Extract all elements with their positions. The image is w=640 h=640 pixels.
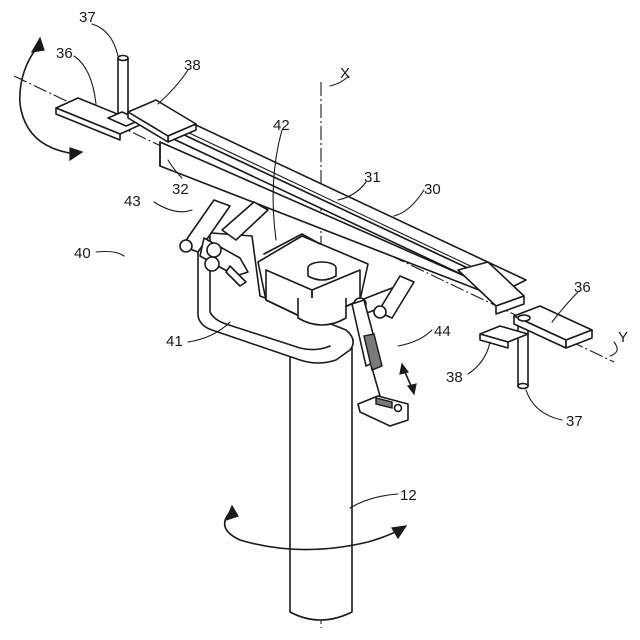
label-40: 40	[74, 245, 91, 262]
label-36-right: 36	[574, 279, 591, 296]
label-41: 41	[166, 333, 183, 350]
label-axis-x: X	[340, 65, 350, 82]
stroke-double-arrow	[400, 364, 416, 394]
label-38-right: 38	[446, 369, 463, 386]
label-42: 42	[273, 117, 290, 134]
label-axis-y: Y	[618, 329, 628, 346]
label-37-bottom: 37	[566, 413, 583, 430]
label-36-left: 36	[56, 45, 73, 62]
end-plate-38-right	[458, 262, 528, 348]
label-38-left: 38	[184, 57, 201, 74]
label-44: 44	[434, 323, 451, 340]
label-43: 43	[124, 193, 141, 210]
label-31: 31	[364, 169, 381, 186]
linkage-44	[352, 276, 414, 426]
label-37-top: 37	[79, 9, 96, 26]
label-30: 30	[424, 181, 441, 198]
label-32: 32	[172, 181, 189, 198]
vertical-shaft-12	[290, 348, 352, 620]
label-12: 12	[400, 487, 417, 504]
